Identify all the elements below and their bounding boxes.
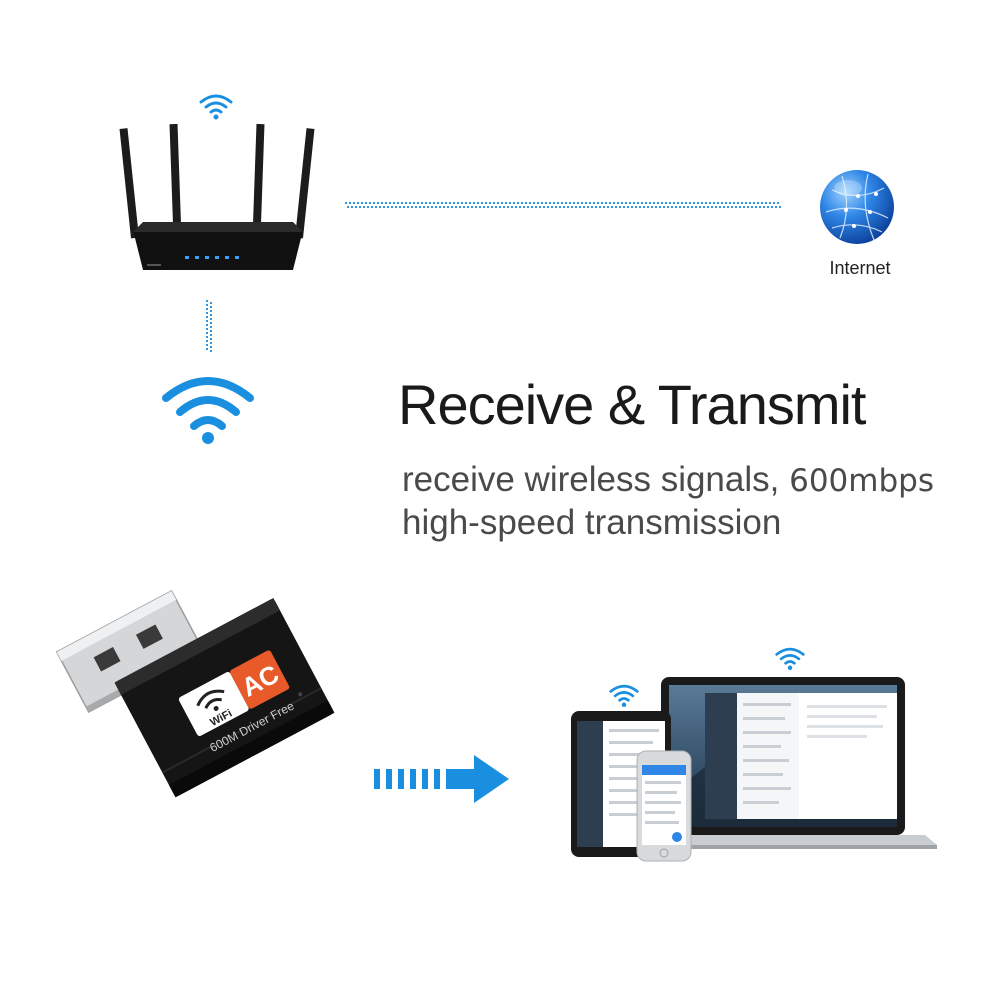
- tablet-wifi-icon: [609, 684, 639, 707]
- subtitle-line-1: receive wireless signals, 600mbps: [402, 460, 934, 500]
- subtitle-line-1-text: receive wireless signals,: [402, 460, 780, 499]
- globe-icon: [820, 170, 894, 244]
- router-wifi-link: [206, 300, 212, 352]
- router-internet-link: [345, 202, 781, 208]
- subtitle-speed: 600mbps: [789, 463, 934, 499]
- router-image: [119, 123, 315, 270]
- devices-image: [571, 677, 937, 862]
- internet-label: Internet: [829, 258, 891, 278]
- arrow-right-icon: [374, 755, 509, 803]
- laptop-wifi-icon: [775, 647, 805, 670]
- router-wifi-icon: [199, 94, 233, 120]
- headline: Receive & Transmit: [398, 373, 866, 436]
- wifi-signal-icon: [162, 377, 254, 444]
- subtitle-line-2: high-speed transmission: [402, 503, 782, 542]
- usb-adapter-image: WiFi AC 600M Driver Free: [55, 589, 335, 798]
